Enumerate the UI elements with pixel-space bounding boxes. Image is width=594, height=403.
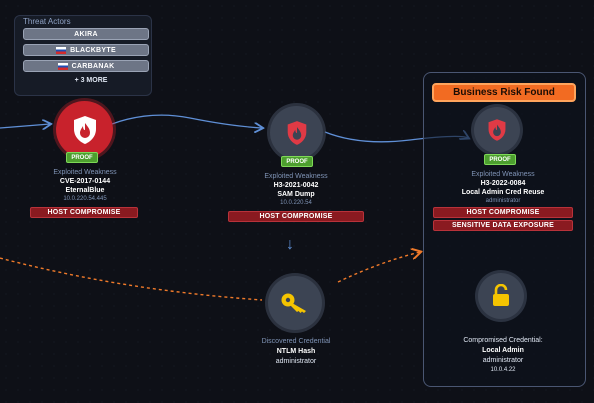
key-icon (281, 293, 306, 313)
threat-actors-title: Threat Actors (23, 17, 71, 26)
russia-flag-icon (56, 46, 67, 54)
node-type-label: Compromised Credential: (463, 337, 543, 344)
threat-actor-carbanak[interactable]: CARBANAK (23, 60, 149, 72)
credential-user: administrator (482, 357, 524, 364)
more-actors-link[interactable]: + 3 MORE (74, 77, 108, 84)
node-type-label: Discovered Credential (261, 338, 331, 345)
node-type-label: Exploited Weakness (264, 173, 328, 180)
unlock-icon (493, 284, 509, 306)
shield-flame-icon (287, 120, 306, 145)
weakness-id: H3-2021-0042 (273, 182, 319, 189)
weakness-name: SAM Dump (277, 191, 315, 198)
host-compromise-badge: HOST COMPROMISE (433, 207, 573, 218)
threat-actor-blackbyte[interactable]: BLACKBYTE (23, 44, 149, 56)
shield-flame-icon (73, 115, 96, 144)
link-entry (0, 124, 50, 128)
credential-node-ntlm-hash[interactable] (268, 276, 322, 330)
weakness-node-cve-2017-0144[interactable] (56, 101, 113, 158)
link-n1-cred1 (0, 257, 263, 301)
weakness-node-h3-2021-0042[interactable] (270, 106, 323, 159)
target-user: administrator (485, 198, 521, 204)
host-compromise-badge: HOST COMPROMISE (228, 211, 364, 222)
link-n1-n2 (111, 114, 262, 128)
target-ip: 10.0.220.54.445 (63, 196, 107, 202)
proof-badge: PROOF (66, 152, 98, 163)
link-cred1-n3 (337, 252, 420, 283)
credential-type: NTLM Hash (276, 348, 316, 355)
sensitive-data-exposure-badge: SENSITIVE DATA EXPOSURE (433, 220, 573, 231)
weakness-name: Local Admin Cred Reuse (461, 189, 545, 196)
host-compromise-badge: HOST COMPROMISE (30, 207, 138, 218)
proof-badge: PROOF (484, 154, 516, 165)
arrow-down-icon: ↓ (286, 236, 294, 253)
business-risk-banner[interactable]: Business Risk Found (432, 83, 576, 102)
credential-ip: 10.0.4.22 (490, 367, 516, 373)
shield-flame-icon (488, 119, 506, 141)
weakness-id: CVE-2017-0144 (59, 178, 111, 185)
node-type-label: Exploited Weakness (471, 171, 535, 178)
proof-badge: PROOF (281, 156, 313, 167)
russia-flag-icon (57, 62, 68, 70)
credential-node-local-admin[interactable] (478, 273, 524, 319)
threat-actors-panel: Threat Actors AKIRA BLACKBYTE CARBANAK +… (14, 15, 152, 96)
target-ip: 10.0.220.54 (280, 200, 312, 206)
weakness-id: H3-2022-0084 (480, 180, 526, 187)
weakness-name: EternalBlue (65, 187, 105, 194)
credential-type: Local Admin (482, 347, 524, 354)
weakness-node-h3-2022-0084[interactable] (474, 107, 520, 153)
node-type-label: Exploited Weakness (53, 169, 117, 176)
credential-user: administrator (275, 358, 317, 365)
threat-actor-akira[interactable]: AKIRA (23, 28, 149, 40)
